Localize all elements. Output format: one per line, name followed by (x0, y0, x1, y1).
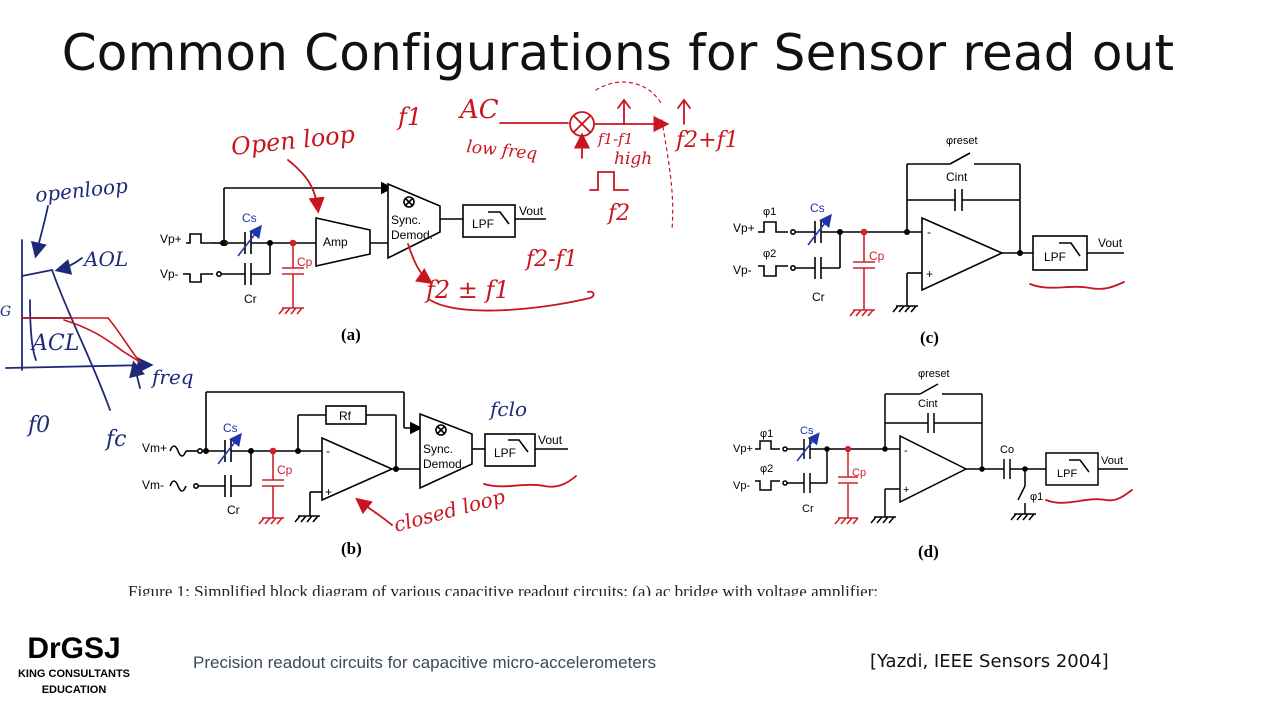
caption-b: (b) (341, 539, 362, 558)
annotation-freq: freq (150, 365, 194, 389)
citation: [Yazdi, IEEE Sensors 2004] (870, 651, 1109, 672)
label-vm-minus-b: Vm- (142, 478, 164, 492)
label-cr-b: Cr (227, 503, 240, 517)
label-cint-c: Cint (946, 170, 968, 184)
label-vp-plus-c: Vp+ (733, 221, 755, 235)
label-vout-b: Vout (538, 433, 563, 447)
annotation-acl: ACL (30, 331, 79, 356)
label-cr-a: Cr (244, 292, 257, 306)
annotation-f2-pm-f1: f2 ± f1 (424, 276, 510, 304)
annotation-high: high (614, 149, 652, 169)
label-phi1-d: φ1 (760, 428, 773, 440)
circuit-d: φreset Cint φ1 Vp+ Cs φ2 Vp- Cr (733, 368, 1128, 561)
block-amp-a: Amp (323, 235, 348, 249)
resistor-rf-b: Rf (339, 409, 352, 423)
brand-name: DrGSJ (27, 632, 121, 665)
annotation-f2-plus-f1: f2+f1 (674, 128, 739, 153)
opamp-minus-b: - (326, 444, 330, 458)
label-cp-c: Cp (869, 249, 885, 263)
label-cp-d: Cp (852, 467, 866, 479)
caption-c: (c) (920, 328, 939, 347)
label-co-d: Co (1000, 444, 1014, 456)
label-cs-c: Cs (810, 201, 825, 215)
label-vp-minus-d: Vp- (733, 480, 750, 492)
opamp-minus-d: - (904, 445, 908, 457)
label-vm-plus-b: Vm+ (142, 441, 167, 455)
annotation-f0: f0 (26, 413, 50, 438)
brand-line-2: EDUCATION (41, 684, 107, 696)
annotation-openloop-blue: openloop (34, 173, 129, 207)
label-vout-a: Vout (519, 204, 544, 218)
label-phi1-out-d: φ1 (1030, 491, 1043, 503)
annotation-low-freq: low freq (465, 137, 538, 164)
block-lpf-c: LPF (1044, 250, 1066, 264)
annotation-fclo: fclo (488, 397, 527, 421)
label-cs-b: Cs (223, 421, 238, 435)
label-cint-d: Cint (918, 398, 938, 410)
annotation-ac: AC (458, 95, 499, 125)
block-demod-b: Demod. (423, 457, 465, 471)
block-sync-a: Sync. (391, 213, 421, 227)
circuit-c: φreset Cint φ1 Vp+ Cs φ2 Vp- Cr (733, 135, 1124, 347)
opamp-plus-d: + (903, 484, 909, 496)
annotation-f2-minus-f1: f2-f1 (524, 247, 578, 272)
label-vout-d: Vout (1101, 455, 1123, 467)
blue-bode-sketch: openloop AOL G ACL freq f0 fc fclo (0, 173, 527, 452)
block-demod-a: Demod. (391, 228, 433, 242)
footer-source-title: Precision readout circuits for capacitiv… (193, 653, 656, 672)
caption-d: (d) (918, 542, 939, 561)
block-lpf-a: LPF (472, 217, 494, 231)
circuit-a: Vp+ Cs Vp- Cr Cp Amp (160, 181, 546, 344)
annotation-f2: f2 (606, 201, 630, 226)
label-vp-minus-c: Vp- (733, 263, 752, 277)
figure-caption-text: Figure 1: Simplified block diagram of va… (128, 582, 879, 596)
label-phi-reset-d: φreset (918, 368, 950, 380)
annotation-open-loop: Open loop (230, 120, 357, 161)
brand-logo: DrGSJ KING CONSULTANTS EDUCATION (10, 632, 138, 698)
label-phi-reset-c: φreset (946, 135, 978, 147)
label-vp-plus-a: Vp+ (160, 232, 182, 246)
opamp-plus-c: + (926, 267, 933, 281)
block-lpf-b: LPF (494, 446, 516, 460)
slide-title: Common Configurations for Sensor read ou… (61, 24, 1175, 82)
figure-caption-partial: Figure 1: Simplified block diagram of va… (128, 578, 1158, 596)
label-vp-plus-d: Vp+ (733, 443, 753, 455)
label-cr-d: Cr (802, 503, 814, 515)
block-lpf-d: LPF (1057, 468, 1077, 480)
label-cp-a: Cp (297, 255, 313, 269)
label-cs-d: Cs (800, 425, 814, 437)
label-phi1-c: φ1 (763, 206, 776, 218)
label-cr-c: Cr (812, 290, 825, 304)
label-vp-minus-a: Vp- (160, 267, 179, 281)
circuit-b: Vm+ Cs Vm- Cr Cp - + (142, 391, 568, 558)
annotation-f1: f1 (396, 103, 422, 131)
block-sync-b: Sync. (423, 442, 453, 456)
annotation-closed-loop: closed loop (391, 484, 508, 537)
label-cp-b: Cp (277, 463, 293, 477)
caption-a: (a) (341, 325, 361, 344)
annotation-f1-minus-f1: f1-f1 (597, 130, 633, 148)
opamp-plus-b: + (325, 485, 332, 499)
opamp-minus-c: - (927, 225, 931, 239)
annotation-fc: fc (104, 427, 126, 452)
annotation-aol: AOL (82, 247, 128, 271)
label-cs-a: Cs (242, 211, 257, 225)
label-phi2-d: φ2 (760, 463, 773, 475)
label-phi2-c: φ2 (763, 248, 776, 260)
brand-line-1: KING CONSULTANTS (17, 668, 131, 680)
annotation-g: G (0, 304, 11, 320)
label-vout-c: Vout (1098, 236, 1123, 250)
